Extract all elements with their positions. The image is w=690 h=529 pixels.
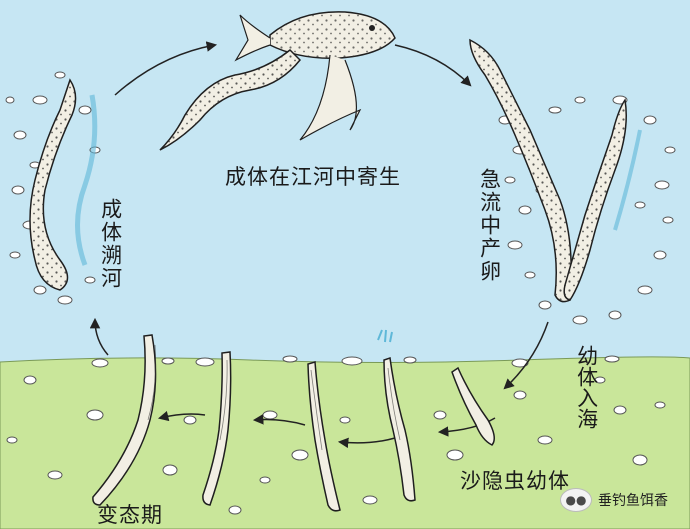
label-adult-upstream: 成体溯河 <box>99 198 122 290</box>
watermark: ●● 垂钓鱼饵香 <box>560 482 688 518</box>
label-spawning: 急流中产卵 <box>478 168 501 283</box>
label-metamorphosis: 变态期 <box>97 504 163 527</box>
label-ammocoete: 沙隐虫幼体 <box>460 470 570 493</box>
watermark-text: 垂钓鱼饵香 <box>598 490 668 510</box>
label-adult-parasitic: 成体在江河中寄生 <box>225 166 401 189</box>
label-larva-to-sea: 幼体入海 <box>575 345 598 429</box>
wechat-icon: ●● <box>560 488 592 512</box>
